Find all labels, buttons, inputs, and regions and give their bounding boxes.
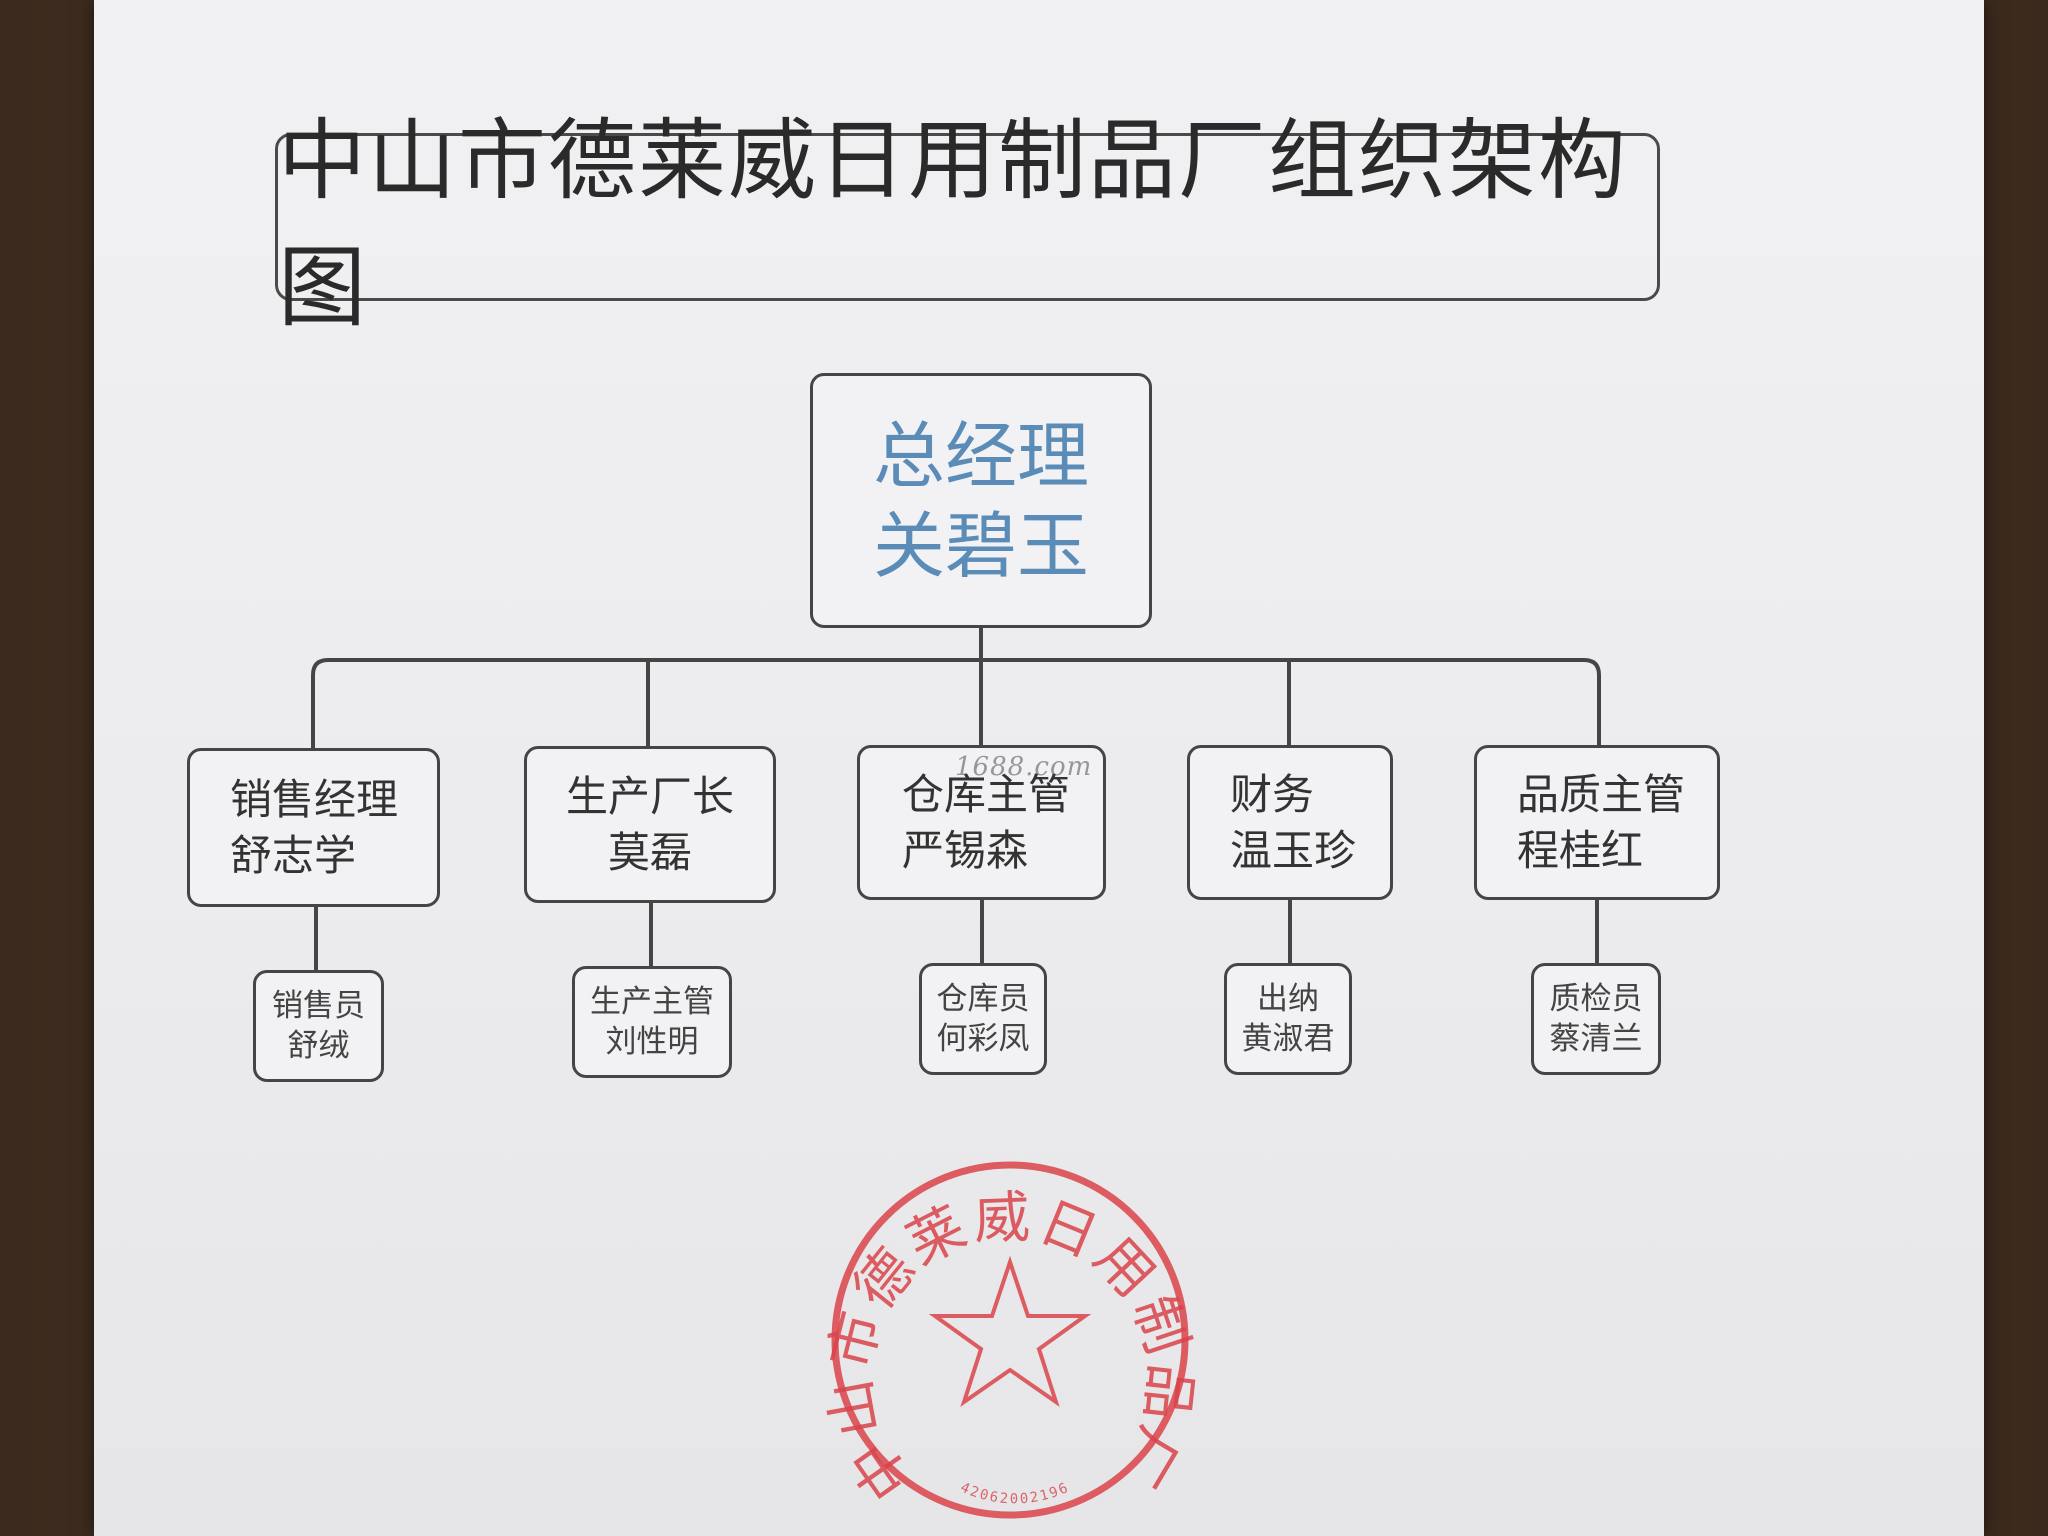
dept-box-warehouse: 仓库主管 严锡森 — [857, 745, 1106, 900]
staff-name: 蔡清兰 — [1549, 1021, 1643, 1057]
staff-box-production: 生产主管 刘性明 — [572, 966, 732, 1078]
dept-role: 财务 — [1230, 769, 1315, 819]
staff-role: 出纳 — [1257, 981, 1319, 1017]
dept-name: 舒志学 — [230, 830, 357, 880]
watermark-text: 1688.com — [955, 752, 1093, 782]
staff-name: 刘性明 — [605, 1024, 699, 1060]
gm-role: 总经理 — [872, 413, 1089, 498]
staff-box-warehouse: 仓库员 何彩凤 — [919, 963, 1047, 1075]
dept-box-sales: 销售经理 舒志学 — [187, 748, 440, 907]
dept-name: 温玉珍 — [1230, 825, 1357, 875]
staff-role: 生产主管 — [590, 984, 714, 1020]
dept-box-finance: 财务 温玉珍 — [1187, 745, 1393, 900]
star-icon — [928, 1255, 1092, 1408]
staff-name: 舒绒 — [287, 1028, 350, 1064]
dept-name: 严锡森 — [902, 825, 1029, 875]
dept-box-production: 生产厂长 莫磊 — [524, 746, 776, 903]
seal-text: 中山市德莱威日用制品厂 — [820, 1185, 1200, 1511]
staff-role: 销售员 — [272, 988, 365, 1024]
company-seal: 中山市德莱威日用制品厂 4420620021964 — [820, 1150, 1200, 1519]
gm-name: 关碧玉 — [872, 503, 1089, 588]
dept-role: 生产厂长 — [565, 771, 734, 821]
staff-role: 质检员 — [1549, 981, 1643, 1017]
staff-box-sales: 销售员 舒绒 — [253, 970, 384, 1082]
dept-name: 莫磊 — [607, 827, 692, 877]
dept-box-quality: 品质主管 程桂红 — [1474, 745, 1720, 900]
staff-name: 黄淑君 — [1241, 1021, 1335, 1057]
staff-box-finance: 出纳 黄淑君 — [1224, 963, 1352, 1075]
dept-role: 销售经理 — [230, 774, 399, 824]
dept-name: 程桂红 — [1517, 825, 1644, 875]
general-manager-box: 总经理 关碧玉 — [810, 373, 1152, 628]
staff-name: 何彩凤 — [936, 1021, 1030, 1057]
staff-role: 仓库员 — [936, 981, 1030, 1017]
dept-role: 品质主管 — [1517, 769, 1686, 819]
dept-role: 仓库主管 — [902, 769, 1071, 819]
staff-box-quality: 质检员 蔡清兰 — [1531, 963, 1661, 1075]
